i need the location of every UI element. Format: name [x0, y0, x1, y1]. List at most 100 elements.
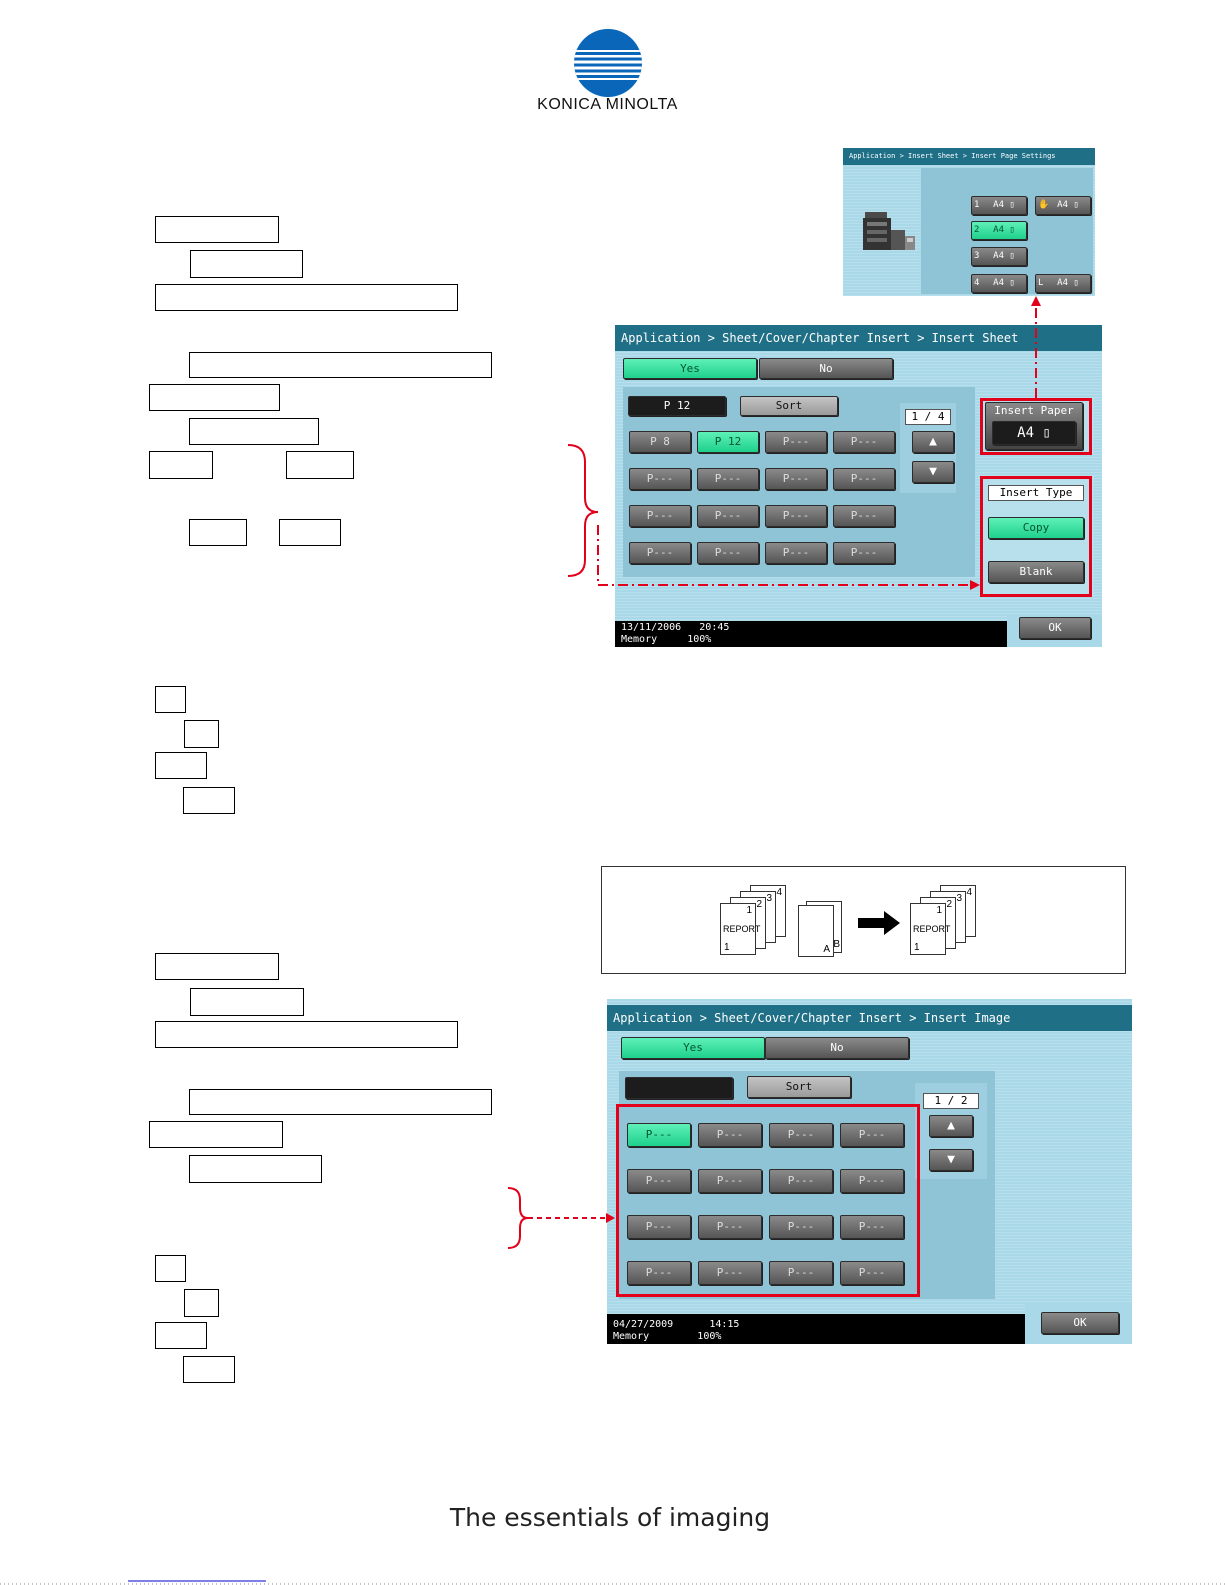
page-slot-button[interactable]: P---: [769, 1123, 833, 1147]
page-number: 2: [946, 899, 952, 910]
arrow-down-icon: ▼: [947, 1152, 955, 1167]
report-sub-label: 1: [724, 942, 730, 953]
page-slot-button[interactable]: P---: [629, 468, 691, 490]
annotation-box: [190, 988, 304, 1016]
annotation-box: [155, 1255, 186, 1282]
page-slot-button[interactable]: P---: [765, 468, 827, 490]
page-slot-button[interactable]: P---: [698, 1215, 762, 1239]
ok-button[interactable]: OK: [1019, 617, 1091, 639]
tray-number: L: [1038, 278, 1044, 288]
annotation-box: [149, 1121, 283, 1148]
page-slot-button[interactable]: P---: [697, 542, 759, 564]
konica-minolta-logo-icon: [574, 29, 642, 97]
page-slot-button[interactable]: P 12: [697, 431, 759, 453]
sort-button[interactable]: Sort: [740, 396, 838, 416]
page-indicator: 1 / 2: [923, 1093, 979, 1109]
page-slot-button[interactable]: P---: [769, 1169, 833, 1193]
annotation-box: [190, 250, 303, 278]
insert-page-settings-screen: Application > Insert Sheet > Insert Page…: [843, 148, 1095, 296]
page-number-input[interactable]: P 12: [628, 396, 726, 416]
tray-number: 3: [974, 251, 980, 261]
page-slot-button[interactable]: P---: [840, 1169, 904, 1193]
report-label: REPORT: [913, 924, 951, 934]
page-slot-button[interactable]: P---: [833, 542, 895, 564]
page-number-input[interactable]: [625, 1077, 733, 1099]
page-slot-button[interactable]: P---: [629, 542, 691, 564]
arrow-up-icon: ▲: [947, 1118, 955, 1133]
status-date: 13/11/2006: [621, 622, 682, 633]
page-slot-button[interactable]: P---: [627, 1123, 691, 1147]
tray-number: 4: [974, 278, 980, 288]
page-slot-button[interactable]: P---: [697, 505, 759, 527]
brand-name: KONICA MINOLTA: [537, 96, 678, 113]
page-slot-button[interactable]: P---: [629, 505, 691, 527]
status-time: 14:15: [709, 1319, 740, 1330]
ok-button[interactable]: OK: [1041, 1312, 1119, 1334]
page-slot-button[interactable]: P 8: [629, 431, 691, 453]
scroll-up-button[interactable]: ▲: [929, 1115, 973, 1137]
blank-button[interactable]: Blank: [988, 561, 1084, 583]
annotation-box: [189, 352, 492, 378]
page-slot-button[interactable]: P---: [840, 1215, 904, 1239]
lct-tray-button[interactable]: L A4 ▯: [1035, 274, 1091, 293]
tray-number: 2: [974, 225, 980, 235]
page-number: 1: [936, 905, 942, 916]
page-slot-button[interactable]: P---: [840, 1261, 904, 1285]
tray-paper: A4 ▯: [993, 278, 1015, 288]
page-slot-button[interactable]: P---: [765, 505, 827, 527]
page-slot-button[interactable]: P---: [833, 505, 895, 527]
page-slot-button[interactable]: P---: [769, 1215, 833, 1239]
page-slot-button[interactable]: P---: [627, 1169, 691, 1193]
tray-paper: A4 ▯: [993, 200, 1015, 210]
highlight-insert-type: [980, 476, 1092, 597]
annotation-box: [155, 1322, 207, 1349]
annotation-box: [149, 384, 280, 411]
page-slot-button[interactable]: P---: [765, 542, 827, 564]
page-slot-button[interactable]: P---: [833, 468, 895, 490]
insert-paper-value: A4 ▯: [992, 421, 1076, 445]
insert-paper-label: Insert Paper: [994, 404, 1074, 417]
copy-button[interactable]: Copy: [988, 517, 1084, 539]
copier-machine-icon: [863, 212, 915, 250]
page-slot-button[interactable]: P---: [698, 1169, 762, 1193]
page-slot-button[interactable]: P---: [698, 1261, 762, 1285]
page-slot-button[interactable]: P---: [765, 431, 827, 453]
page-slot-button[interactable]: P---: [840, 1123, 904, 1147]
page-number: 1: [746, 905, 752, 916]
annotation-box: [184, 1289, 219, 1317]
report-sub-label: 1: [914, 942, 920, 953]
page-slot-button[interactable]: P---: [627, 1215, 691, 1239]
tray-paper: A4 ▯: [993, 225, 1015, 235]
annotation-box: [155, 284, 458, 311]
scroll-down-button[interactable]: ▼: [912, 461, 954, 483]
page-slot-button[interactable]: P---: [833, 431, 895, 453]
insert-type-label: Insert Type: [988, 485, 1084, 501]
tray-3-button[interactable]: 3 A4 ▯: [971, 247, 1027, 266]
manual-bypass-tray-button[interactable]: ✋ A4 ▯: [1035, 196, 1091, 215]
tray-1-button[interactable]: 1 A4 ▯: [971, 196, 1027, 215]
tray-paper: A4 ▯: [1057, 200, 1079, 210]
tray-2-button[interactable]: 2 A4 ▯: [971, 221, 1027, 240]
insert-sheet-a: A: [798, 905, 834, 957]
page-slot-button[interactable]: P---: [769, 1261, 833, 1285]
scroll-down-button[interactable]: ▼: [929, 1149, 973, 1171]
page-slot-button[interactable]: P---: [698, 1123, 762, 1147]
tray-4-button[interactable]: 4 A4 ▯: [971, 274, 1027, 293]
scroll-up-button[interactable]: ▲: [912, 431, 954, 453]
yes-button[interactable]: Yes: [623, 358, 757, 379]
page-slot-button[interactable]: P---: [627, 1261, 691, 1285]
no-button[interactable]: No: [765, 1037, 909, 1059]
insert-label: A: [823, 944, 830, 955]
memory-value: 100%: [697, 1331, 722, 1342]
insert-paper-button[interactable]: Insert Paper A4 ▯: [985, 402, 1083, 450]
screen-title: Application > Sheet/Cover/Chapter Insert…: [615, 325, 1102, 351]
highlight-page-grid: [616, 1104, 920, 1297]
annotation-box: [189, 1155, 322, 1183]
yes-button[interactable]: Yes: [621, 1037, 765, 1059]
sort-button[interactable]: Sort: [747, 1076, 851, 1098]
status-date: 04/27/2009: [613, 1319, 674, 1330]
no-button[interactable]: No: [759, 358, 893, 379]
page-slot-button[interactable]: P---: [697, 468, 759, 490]
